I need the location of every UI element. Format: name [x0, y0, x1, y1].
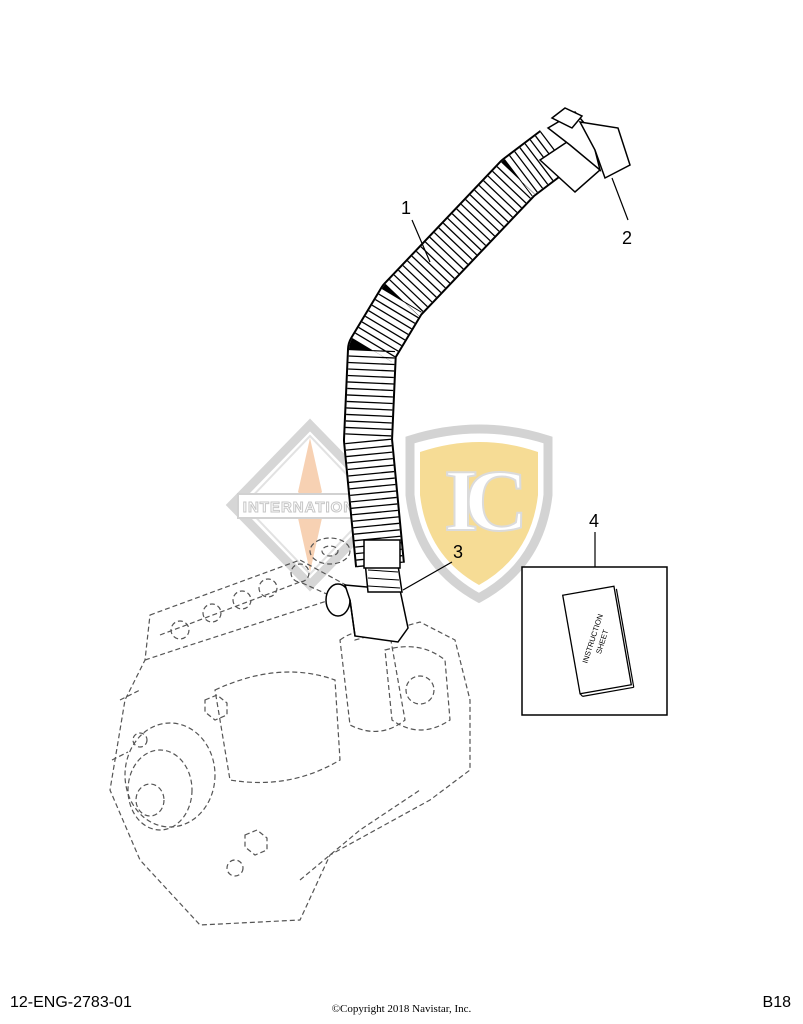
hose-assembly-item-1	[343, 130, 571, 569]
instruction-sheet-item-4: INSTRUCTION SHEET	[521, 566, 668, 716]
ic-shield-logo-watermark: IC	[405, 424, 553, 604]
copyright-notice: ©Copyright 2018 Navistar, Inc.	[331, 1003, 472, 1015]
ic-logo-text: IC	[444, 453, 521, 550]
drawing-id: 12-ENG-2783-01	[10, 994, 132, 1011]
injection-pump-phantom	[109, 537, 471, 926]
page-reference: B18	[762, 994, 791, 1011]
fitting-item-3	[325, 561, 409, 643]
callout-3: 3	[453, 542, 463, 562]
callout-4: 4	[589, 511, 599, 531]
callout-2: 2	[622, 228, 632, 248]
international-logo-text: INTERNATIONAL	[243, 499, 377, 516]
fitting-item-2	[538, 107, 631, 194]
leader-lines	[402, 177, 629, 591]
callout-1: 1	[401, 198, 411, 218]
